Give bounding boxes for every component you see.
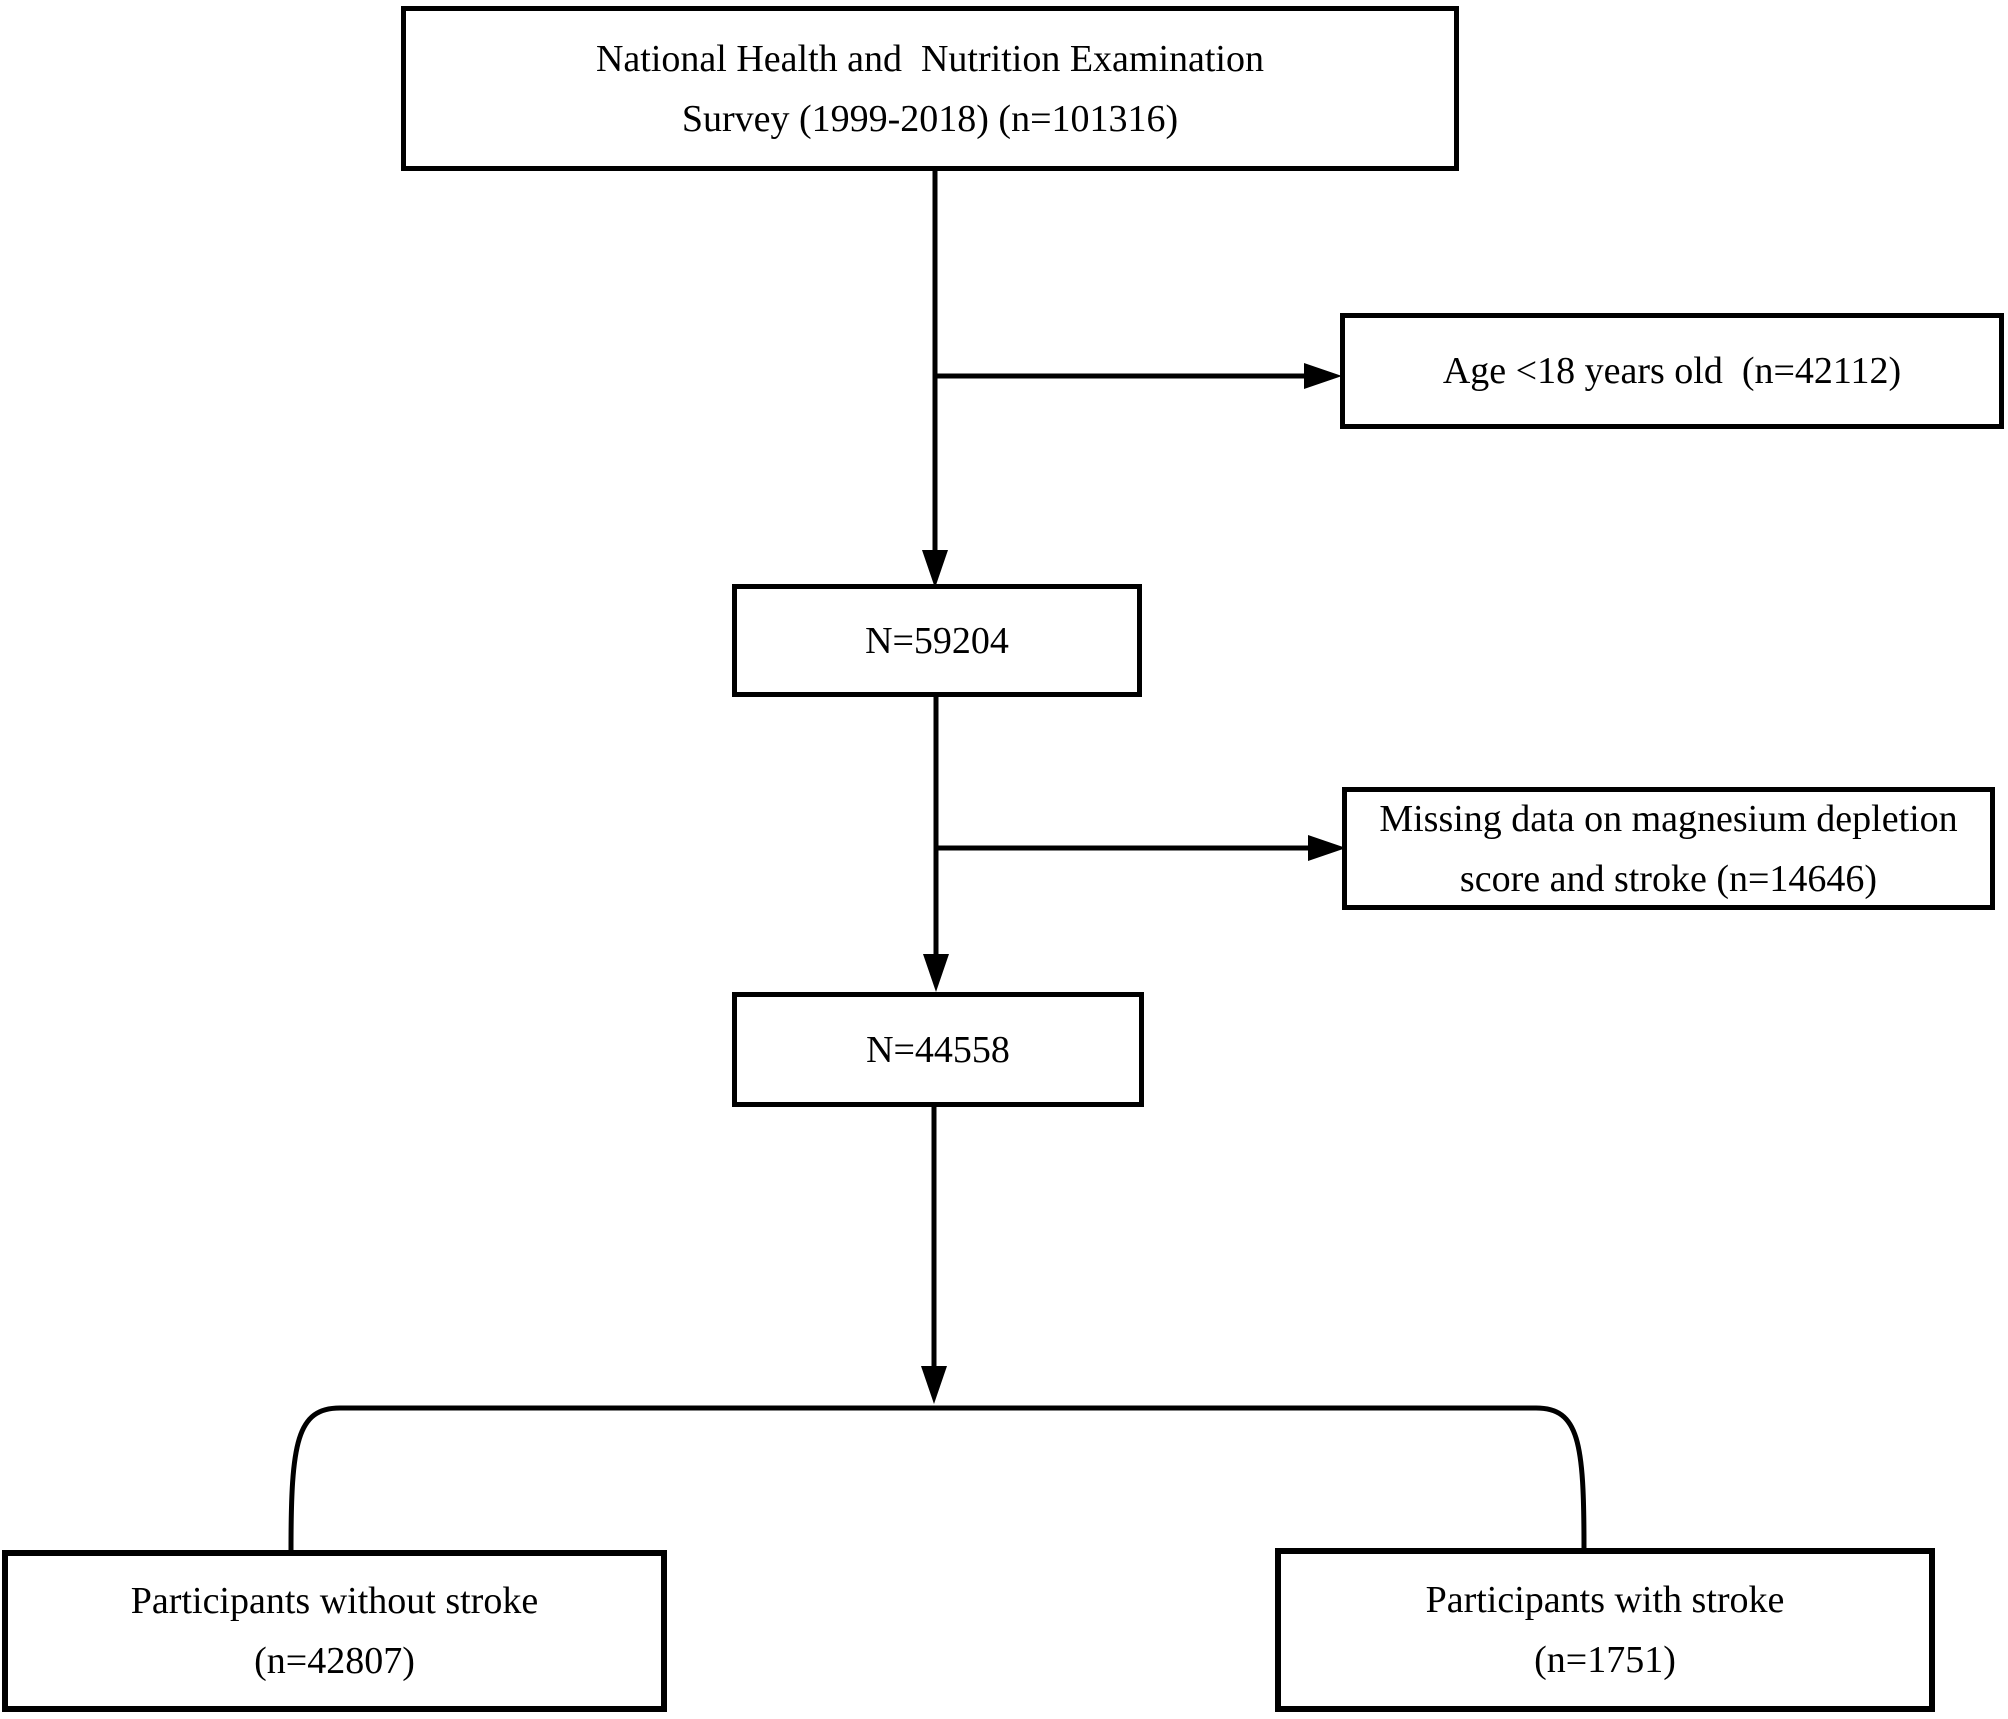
box-text-line: Survey (1999-2018) (n=101316) (681, 97, 1179, 140)
box-text-line: Age <18 years old (n=42112) (1442, 350, 1902, 392)
box-text-line: N=59204 (865, 619, 1009, 662)
box-text-line: score and stroke (n=14646) (1459, 857, 1878, 900)
flow-box-n44558: N=44558 (732, 992, 1144, 1107)
arrow-n44558-to-split-head (921, 1366, 947, 1404)
box-text-line: (n=1751) (1534, 1639, 1676, 1681)
flow-box-excluded-missing: Missing data on magnesium depletion scor… (1342, 787, 1995, 910)
flow-box-with-stroke: Participants with stroke (n=1751) (1275, 1548, 1935, 1712)
box-text-line: Missing data on magnesium depletion (1379, 797, 1958, 840)
flow-box-excluded-age: Age <18 years old (n=42112) (1340, 313, 2004, 429)
split-bracket (288, 1405, 1587, 1551)
box-text-line: (n=42807) (254, 1640, 415, 1682)
box-text-line: Participants without stroke (130, 1580, 539, 1622)
flow-box-n59204: N=59204 (732, 584, 1142, 697)
arrow-source-to-n59204-head (922, 550, 948, 588)
arrow-branch-age-head (1304, 363, 1342, 389)
arrow-branch-missing-head (1308, 835, 1346, 861)
box-text-line: N=44558 (866, 1028, 1010, 1071)
arrow-n59204-to-n44558-head (923, 954, 949, 992)
flow-box-source: National Health and Nutrition Examinatio… (401, 6, 1459, 171)
flow-box-without-stroke: Participants without stroke (n=42807) (2, 1550, 667, 1712)
box-text-line: Participants with stroke (1425, 1579, 1785, 1621)
box-text-line: National Health and Nutrition Examinatio… (595, 37, 1264, 80)
